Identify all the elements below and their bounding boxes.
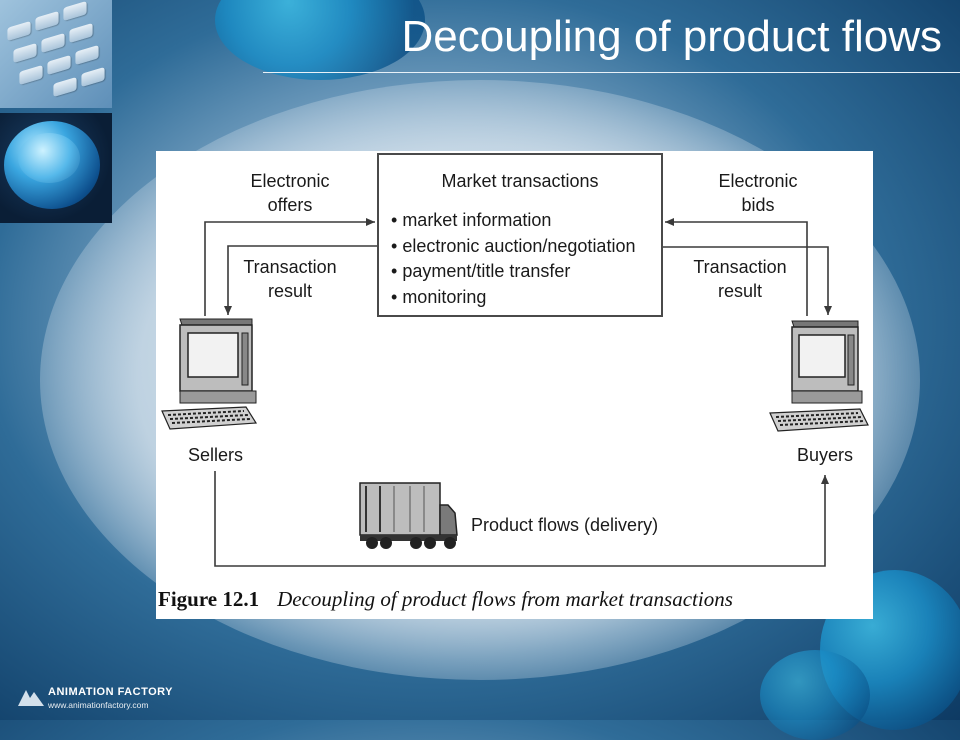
buyers-label: Buyers (797, 445, 854, 465)
list-item: electronic auction/negotiation (391, 234, 635, 260)
list-item: monitoring (391, 285, 635, 311)
flow-arrows (161, 218, 869, 567)
list-item: market information (391, 208, 635, 234)
decorative-blob-bottom (760, 650, 870, 740)
list-item: payment/title transfer (391, 259, 635, 285)
buyers-computer-icon (769, 320, 869, 432)
keypad-photo (0, 0, 112, 108)
figure-caption-text: Decoupling of product flows from market … (277, 587, 733, 611)
buyer-result-arrow (663, 246, 832, 315)
delivery-truck-icon (359, 482, 458, 549)
animation-factory-logo: ANIMATION FACTORY www.animationfactory.c… (10, 684, 180, 714)
seller-transaction-result-label: Transaction result (243, 257, 337, 301)
electronic-bids-label: Electronic bids (718, 171, 798, 215)
buyer-transaction-result-label: Transaction result (693, 257, 787, 301)
logo-name: ANIMATION FACTORY (48, 686, 174, 698)
seller-result-arrow (224, 245, 377, 315)
slide-title: Decoupling of product flows (401, 12, 942, 61)
decorative-blob-top (215, 0, 425, 80)
knob-photo (0, 113, 112, 223)
offers-arrow (204, 218, 375, 316)
product-flows-label: Product flows (delivery) (471, 515, 659, 535)
logo-url: www.animationfactory.com (48, 700, 149, 710)
market-transactions-box: Market transactions market information e… (377, 153, 663, 317)
figure-caption: Figure 12.1 Decoupling of product flows f… (158, 587, 733, 612)
figure-number: Figure 12.1 (158, 587, 260, 611)
market-transactions-title: Market transactions (441, 171, 599, 191)
delivery-arrow (214, 471, 829, 567)
sellers-label: Sellers (188, 445, 244, 465)
market-transactions-list: market information electronic auction/ne… (391, 208, 635, 310)
electronic-offers-label: Electronic offers (250, 171, 330, 215)
sellers-computer-icon (161, 318, 258, 430)
decoupling-figure: Market transactions market information e… (156, 151, 873, 619)
logo-mark-icon (18, 690, 44, 706)
bids-arrow (665, 218, 808, 316)
title-divider (263, 72, 960, 73)
